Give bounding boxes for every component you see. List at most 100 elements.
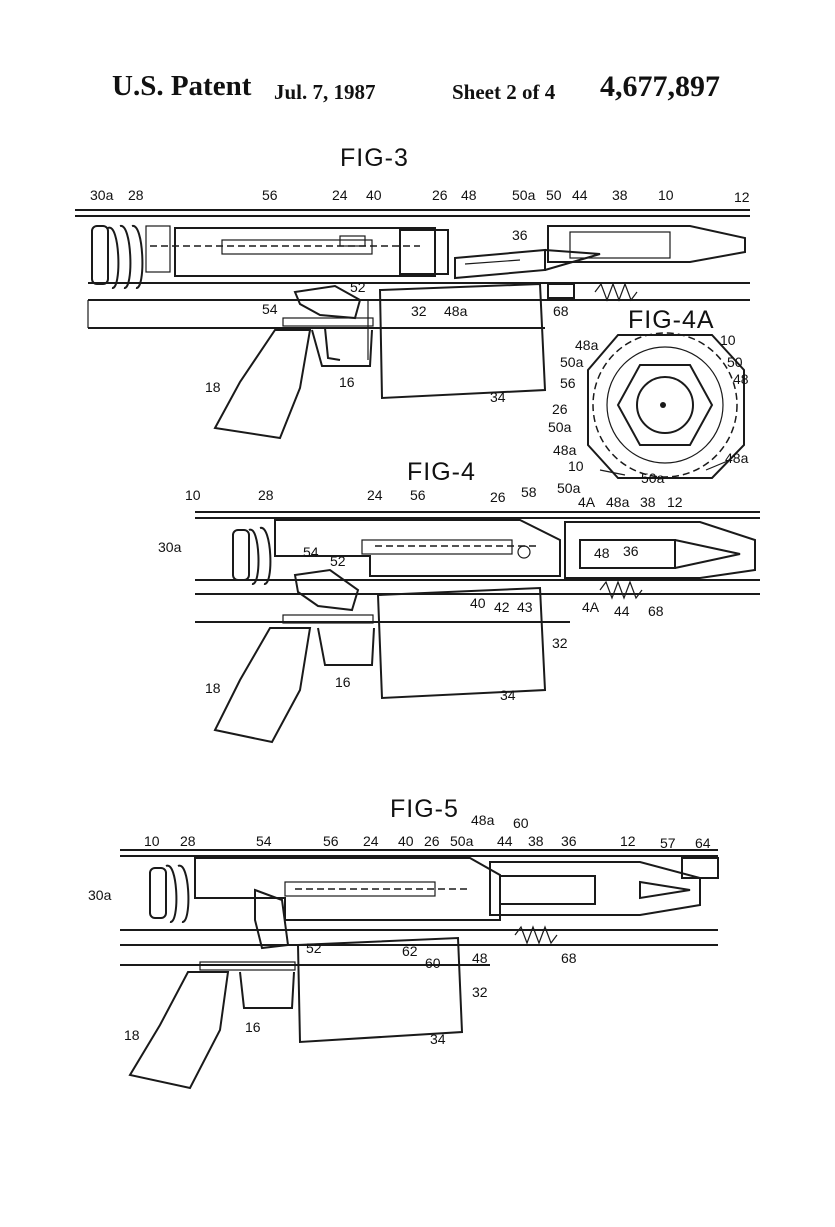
ref-numeral: 68 bbox=[553, 303, 569, 319]
ref-numeral: 60 bbox=[425, 955, 441, 971]
fig4a-drawing bbox=[587, 332, 745, 479]
fig5-refs: 10 28 54 56 24 40 26 50a 48a 44 60 38 36… bbox=[88, 812, 711, 1047]
ref-numeral: 10 bbox=[185, 487, 201, 503]
ref-numeral: 30a bbox=[88, 887, 112, 903]
ref-numeral: 40 bbox=[366, 187, 382, 203]
ref-numeral: 50 bbox=[727, 354, 743, 370]
ref-numeral: 54 bbox=[303, 544, 319, 560]
fig3-label: FIG-3 bbox=[340, 144, 409, 172]
patent-header-date: Jul. 7, 1987 bbox=[274, 80, 376, 104]
patent-header-title: U.S. Patent bbox=[112, 70, 252, 102]
ref-numeral: 10 bbox=[658, 187, 674, 203]
ref-numeral: 30a bbox=[158, 539, 182, 555]
ref-numeral: 48a bbox=[575, 337, 599, 353]
patent-header-sheet: Sheet 2 of 4 bbox=[452, 80, 556, 104]
ref-numeral: 32 bbox=[411, 303, 427, 319]
ref-numeral: 26 bbox=[424, 833, 440, 849]
fig3-drawing bbox=[75, 209, 750, 440]
patent-header-number: 4,677,897 bbox=[600, 70, 720, 103]
ref-numeral: 34 bbox=[490, 389, 506, 405]
ref-numeral: 16 bbox=[335, 674, 351, 690]
ref-numeral: 50 bbox=[546, 187, 562, 203]
ref-numeral: 38 bbox=[640, 494, 656, 510]
ref-numeral: 12 bbox=[734, 189, 750, 205]
ref-numeral: 56 bbox=[560, 375, 576, 391]
ref-numeral: 52 bbox=[330, 553, 346, 569]
ref-numeral: 4A bbox=[582, 599, 600, 615]
ref-numeral: 18 bbox=[124, 1027, 140, 1043]
ref-numeral: 56 bbox=[262, 187, 278, 203]
ref-numeral: 32 bbox=[472, 984, 488, 1000]
ref-numeral: 32 bbox=[552, 635, 568, 651]
ref-numeral: 16 bbox=[339, 374, 355, 390]
ref-numeral: 26 bbox=[552, 401, 568, 417]
ref-numeral: 12 bbox=[667, 494, 683, 510]
ref-numeral: 24 bbox=[367, 487, 383, 503]
fig3-refs: 30a 28 56 24 40 26 48 50a 50 44 38 10 12… bbox=[90, 187, 750, 405]
ref-numeral: 48a bbox=[471, 812, 495, 828]
ref-numeral: 34 bbox=[500, 687, 516, 703]
ref-numeral: 54 bbox=[256, 833, 272, 849]
ref-numeral: 24 bbox=[363, 833, 379, 849]
ref-numeral: 52 bbox=[350, 279, 366, 295]
ref-numeral: 50a bbox=[560, 354, 584, 370]
ref-numeral: 36 bbox=[561, 833, 577, 849]
ref-numeral: 44 bbox=[497, 833, 513, 849]
ref-numeral: 24 bbox=[332, 187, 348, 203]
ref-numeral: 28 bbox=[180, 833, 196, 849]
ref-numeral: 48 bbox=[594, 545, 610, 561]
ref-numeral: 40 bbox=[470, 595, 486, 611]
ref-numeral: 56 bbox=[410, 487, 426, 503]
ref-numeral: 38 bbox=[528, 833, 544, 849]
ref-numeral: 30a bbox=[90, 187, 114, 203]
ref-numeral: 48 bbox=[472, 950, 488, 966]
ref-numeral: 68 bbox=[648, 603, 664, 619]
ref-numeral: 36 bbox=[512, 227, 528, 243]
ref-numeral: 60 bbox=[513, 815, 529, 831]
ref-numeral: 34 bbox=[430, 1031, 446, 1047]
ref-numeral: 18 bbox=[205, 680, 221, 696]
ref-numeral: 42 bbox=[494, 599, 510, 615]
ref-numeral: 26 bbox=[490, 489, 506, 505]
ref-numeral: 4A bbox=[578, 494, 596, 510]
ref-numeral: 48a bbox=[444, 303, 468, 319]
fig4-drawing bbox=[195, 511, 760, 744]
ref-numeral: 48 bbox=[461, 187, 477, 203]
fig5-label: FIG-5 bbox=[390, 795, 459, 823]
ref-numeral: 57 bbox=[660, 835, 676, 851]
ref-numeral: 48 bbox=[733, 371, 749, 387]
fig4a-label: FIG-4A bbox=[628, 306, 715, 334]
ref-numeral: 40 bbox=[398, 833, 414, 849]
ref-numeral: 50a bbox=[512, 187, 536, 203]
ref-numeral: 48a bbox=[606, 494, 630, 510]
ref-numeral: 44 bbox=[614, 603, 630, 619]
fig4-label: FIG-4 bbox=[407, 458, 476, 486]
ref-numeral: 50a bbox=[641, 470, 665, 486]
ref-numeral: 18 bbox=[205, 379, 221, 395]
ref-numeral: 50a bbox=[450, 833, 474, 849]
ref-numeral: 10 bbox=[144, 833, 160, 849]
ref-numeral: 68 bbox=[561, 950, 577, 966]
ref-numeral: 36 bbox=[623, 543, 639, 559]
ref-numeral: 58 bbox=[521, 484, 537, 500]
ref-numeral: 43 bbox=[517, 599, 533, 615]
ref-numeral: 54 bbox=[262, 301, 278, 317]
ref-numeral: 28 bbox=[128, 187, 144, 203]
ref-numeral: 12 bbox=[620, 833, 636, 849]
ref-numeral: 10 bbox=[568, 458, 584, 474]
ref-numeral: 10 bbox=[720, 332, 736, 348]
ref-numeral: 62 bbox=[402, 943, 418, 959]
ref-numeral: 50a bbox=[548, 419, 572, 435]
fig5-drawing bbox=[120, 849, 719, 1090]
ref-numeral: 16 bbox=[245, 1019, 261, 1035]
ref-numeral: 26 bbox=[432, 187, 448, 203]
fig4a-refs: 10 48a 50a 50 48 56 26 50a 48a 10 50a 48… bbox=[548, 332, 749, 486]
ref-numeral: 48a bbox=[553, 442, 577, 458]
ref-numeral: 44 bbox=[572, 187, 588, 203]
ref-numeral: 28 bbox=[258, 487, 274, 503]
ref-numeral: 38 bbox=[612, 187, 628, 203]
ref-numeral: 52 bbox=[306, 940, 322, 956]
ref-numeral: 64 bbox=[695, 835, 711, 851]
ref-numeral: 48a bbox=[725, 450, 749, 466]
